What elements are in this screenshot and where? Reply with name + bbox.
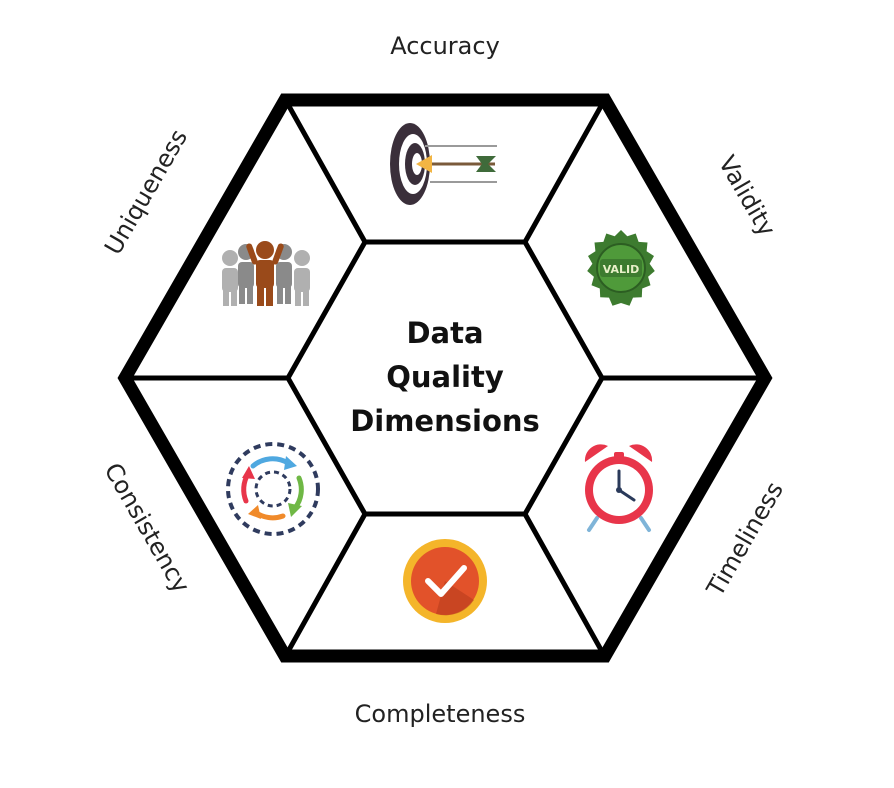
center-title-line-1: Data xyxy=(406,316,483,350)
valid-badge-icon: VALID xyxy=(587,230,655,306)
segment-dividers xyxy=(129,105,761,651)
checkmark-icon xyxy=(403,539,487,623)
alarm-clock-icon xyxy=(584,444,653,532)
center-title-line-3: Dimensions xyxy=(350,404,540,438)
center-title-line-2: Quality xyxy=(386,360,504,394)
label-validity: Validity xyxy=(713,151,781,241)
cycle-arrows-icon xyxy=(226,442,320,536)
people-group-icon xyxy=(222,241,310,306)
label-timeliness: Timeliness xyxy=(701,477,789,602)
label-completeness: Completeness xyxy=(355,700,526,728)
label-uniqueness: Uniqueness xyxy=(99,125,193,260)
label-accuracy: Accuracy xyxy=(390,32,500,60)
valid-badge-text: VALID xyxy=(603,263,640,276)
target-arrow-icon xyxy=(390,123,497,205)
